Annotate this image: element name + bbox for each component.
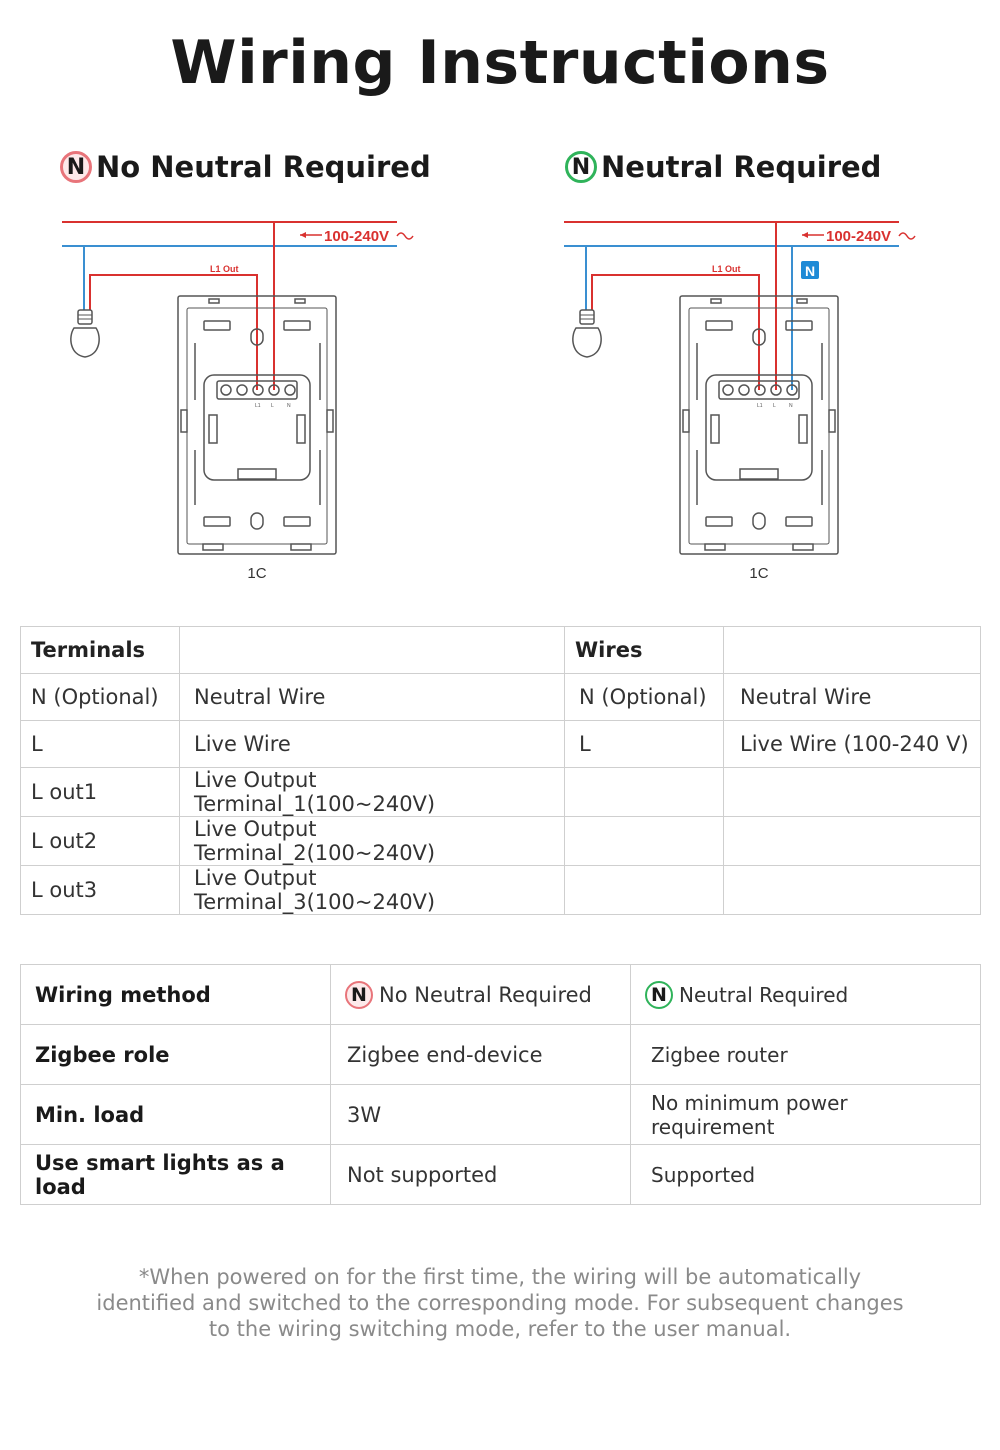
table-cell — [723, 865, 981, 915]
light-bulb-icon — [572, 309, 602, 358]
header-terminal-desc — [179, 626, 565, 674]
table-cell: L out2 — [20, 816, 180, 866]
table-cell: L — [564, 720, 724, 768]
table-cell: L out1 — [20, 767, 180, 817]
voltage-label: 100-240V — [324, 228, 389, 245]
table-row: Use smart lights as a load Not supported… — [20, 1144, 981, 1205]
voltage-label: 100-240V — [826, 228, 891, 245]
terminal-label-n: N — [287, 403, 291, 409]
table-cell: L out3 — [20, 865, 180, 915]
terminal-label-l1: L1 — [757, 403, 763, 409]
load-output-label: L1 Out — [712, 264, 741, 274]
light-bulb-icon — [70, 309, 100, 358]
table-header-row: Wiring method N No Neutral Required N Ne… — [20, 964, 981, 1025]
panel-label: No Neutral Required — [96, 150, 431, 184]
table-cell — [564, 865, 724, 915]
column-label: No Neutral Required — [379, 982, 592, 1007]
arrow-head-icon — [300, 232, 306, 238]
load-output-wire — [89, 274, 258, 390]
header-terminals: Terminals — [20, 626, 180, 674]
neutral-tag-label: N — [805, 263, 815, 279]
table-cell — [564, 816, 724, 866]
ac-symbol-icon — [396, 232, 414, 240]
table-cell: Zigbee end-device — [330, 1024, 631, 1085]
switch-back-plate — [177, 295, 337, 555]
table-row: L Live Wire L Live Wire (100-240 V) — [20, 720, 981, 768]
no-neutral-badge-icon: N — [60, 151, 92, 183]
footnote-line: *When powered on for the first time, the… — [138, 1265, 862, 1289]
column-label: Neutral Required — [679, 982, 849, 1007]
table-row: Zigbee role Zigbee end-device Zigbee rou… — [20, 1024, 981, 1085]
switch-module — [203, 374, 311, 481]
footnote: *When powered on for the first time, the… — [60, 1264, 940, 1342]
panel-heading-no-neutral: N No Neutral Required — [60, 150, 431, 184]
panel-label: Neutral Required — [601, 150, 882, 184]
table-row: L out1 Live Output Terminal_1(100~240V) — [20, 767, 981, 817]
model-label: 1C — [749, 565, 768, 582]
arrow-head-icon — [802, 232, 808, 238]
load-output-wire — [591, 274, 760, 390]
load-output-label: L1 Out — [210, 264, 239, 274]
neutral-badge-icon: N — [645, 980, 673, 1009]
terminals-table: Terminals Wires N (Optional) Neutral Wir… — [20, 626, 981, 915]
table-cell — [723, 816, 981, 866]
table-cell: Supported — [630, 1144, 981, 1205]
table-cell: Neutral Wire — [179, 673, 565, 721]
model-label: 1C — [247, 565, 266, 582]
table-cell: 3W — [330, 1084, 631, 1145]
neutral-badge-icon: N — [565, 151, 597, 183]
terminal-label-l1: L1 — [255, 403, 261, 409]
table-cell: Neutral Wire — [723, 673, 981, 721]
wiring-diagram-neutral: 100-240V L1 Out N — [564, 221, 916, 582]
table-cell: Live Output Terminal_3(100~240V) — [179, 865, 565, 915]
terminal-label-n: N — [789, 403, 793, 409]
switch-module — [705, 374, 813, 481]
table-cell: Not supported — [330, 1144, 631, 1205]
neutral-tag-icon: N — [801, 261, 819, 279]
ac-symbol-icon — [898, 232, 916, 240]
table-cell: No minimum power requirement — [630, 1084, 981, 1145]
table-cell: L — [20, 720, 180, 768]
table-header-row: Terminals Wires — [20, 626, 981, 674]
table-cell: Live Wire — [179, 720, 565, 768]
table-row: Min. load 3W No minimum power requiremen… — [20, 1084, 981, 1145]
wiring-method-table: Wiring method N No Neutral Required N Ne… — [20, 964, 981, 1205]
table-cell: N (Optional) — [564, 673, 724, 721]
table-row: N (Optional) Neutral Wire N (Optional) N… — [20, 673, 981, 721]
table-cell: Live Output Terminal_1(100~240V) — [179, 767, 565, 817]
table-cell: N (Optional) — [20, 673, 180, 721]
table-cell — [723, 767, 981, 817]
header-neutral: N Neutral Required — [630, 964, 981, 1025]
terminal-label-l: L — [773, 403, 776, 409]
wiring-diagram-no-neutral: 100-240V L1 Out L1 L N — [62, 221, 414, 582]
table-row: L out3 Live Output Terminal_3(100~240V) — [20, 865, 981, 915]
switch-back-plate — [679, 295, 839, 555]
header-wire-desc — [723, 626, 981, 674]
wires — [62, 221, 414, 390]
table-cell — [564, 767, 724, 817]
row-header: Min. load — [20, 1084, 331, 1145]
header-no-neutral: N No Neutral Required — [330, 964, 631, 1025]
table-cell: Zigbee router — [630, 1024, 981, 1085]
page-title: Wiring Instructions — [170, 28, 830, 98]
table-cell: Live Wire (100-240 V) — [723, 720, 981, 768]
footnote-line: identified and switched to the correspon… — [96, 1291, 904, 1315]
no-neutral-badge-icon: N — [345, 980, 373, 1009]
table-row: L out2 Live Output Terminal_2(100~240V) — [20, 816, 981, 866]
panel-heading-neutral: N Neutral Required — [565, 150, 881, 184]
terminal-label-l: L — [271, 403, 274, 409]
wires — [564, 221, 916, 390]
header-wiring-method: Wiring method — [20, 964, 331, 1025]
footnote-line: to the wiring switching mode, refer to t… — [208, 1317, 792, 1341]
row-header: Use smart lights as a load — [20, 1144, 331, 1205]
table-cell: Live Output Terminal_2(100~240V) — [179, 816, 565, 866]
header-wires: Wires — [564, 626, 724, 674]
row-header: Zigbee role — [20, 1024, 331, 1085]
